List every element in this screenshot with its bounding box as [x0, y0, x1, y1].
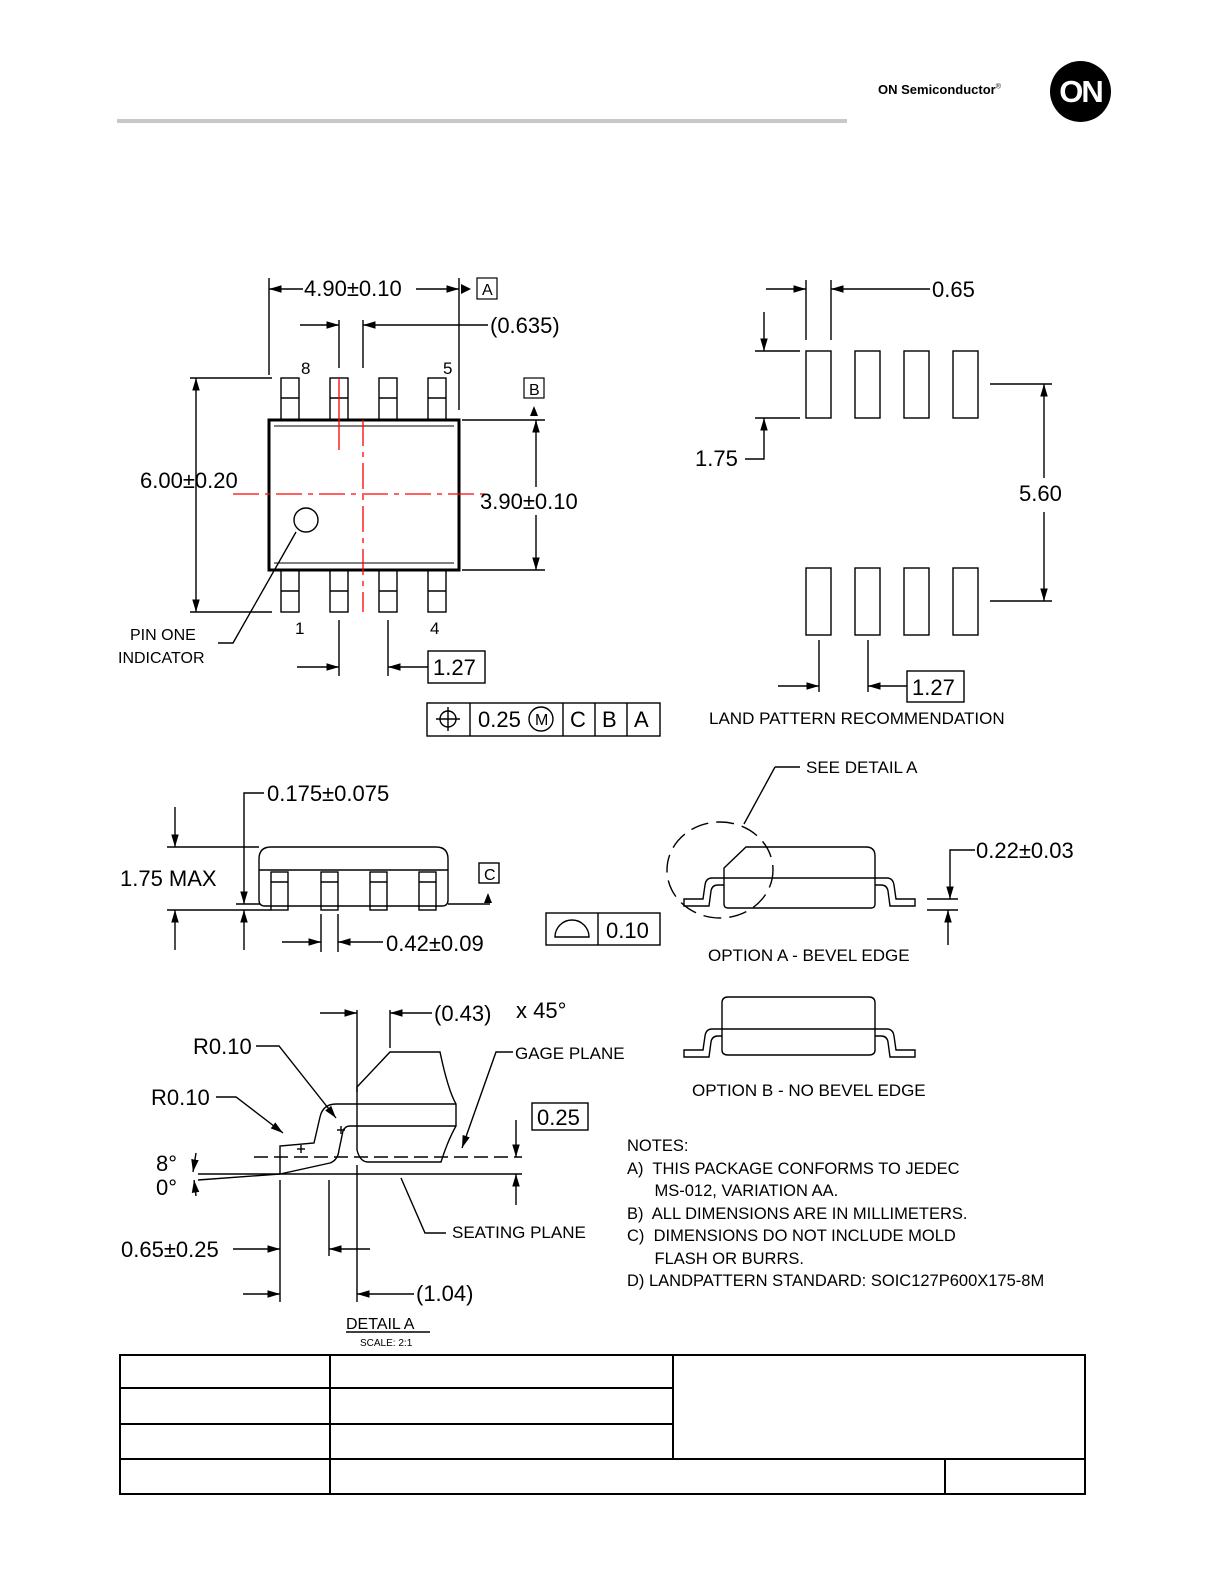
pin-one-label-2: INDICATOR — [118, 650, 205, 667]
detail-a-labels: (0.43) x 45° R0.10 R0.10 GAGE PLANE 0.25… — [121, 998, 625, 1349]
land-pad — [952, 350, 979, 419]
land-pad — [952, 567, 979, 636]
side-view — [167, 792, 661, 952]
option-a-body — [723, 846, 876, 909]
profile-surface-symbol — [554, 919, 590, 938]
height-label: 1.75 MAX — [120, 866, 217, 891]
pad-length-label: 1.75 — [695, 446, 738, 471]
angle-min-label: 0° — [156, 1175, 177, 1200]
gage-height-label: 0.25 — [537, 1105, 580, 1130]
standoff-label: 0.175±0.075 — [267, 781, 389, 806]
side-lead — [320, 871, 339, 911]
note-line: C) DIMENSIONS DO NOT INCLUDE MOLD — [627, 1227, 956, 1245]
land-pattern-labels: 0.65 1.75 5.60 1.27 LAND PATTERN RECOMME… — [695, 277, 1062, 728]
pitch-ref-label: (0.635) — [490, 313, 560, 338]
note-line: FLASH OR BURRS. — [627, 1249, 804, 1268]
notes-block: NOTES: A) THIS PACKAGE CONFORMS TO JEDEC… — [627, 1135, 1117, 1293]
pad-width-label: 0.65 — [932, 277, 975, 302]
angle-max-label: 8° — [156, 1151, 177, 1176]
overall-width-label: 6.00±0.20 — [140, 468, 238, 493]
option-a-label: OPTION A - BEVEL EDGE — [708, 946, 910, 965]
side-body — [258, 846, 449, 907]
pitch-label: 1.27 — [433, 655, 476, 680]
land-pad — [854, 567, 881, 636]
end-view — [666, 766, 975, 1058]
fcf-datum-c: C — [570, 707, 586, 732]
note-line: A) THIS PACKAGE CONFORMS TO JEDEC — [627, 1159, 960, 1178]
see-detail-label: SEE DETAIL A — [806, 758, 918, 777]
gage-plane-label: GAGE PLANE — [515, 1044, 625, 1063]
seating-plane-label: SEATING PLANE — [452, 1223, 586, 1242]
pin-5-label: 5 — [443, 359, 452, 378]
notes-title: NOTES: — [627, 1137, 689, 1155]
header-rule — [117, 119, 847, 123]
option-b-body — [721, 996, 876, 1056]
side-lead — [270, 871, 289, 911]
datum-b-label: B — [529, 382, 540, 399]
foot-ref-label: (1.04) — [416, 1281, 473, 1306]
note-line: B) ALL DIMENSIONS ARE IN MILLIMETERS. — [627, 1204, 968, 1223]
detail-body — [356, 1051, 457, 1163]
pin — [280, 377, 300, 421]
land-pattern — [745, 280, 1052, 703]
pin-1-label: 1 — [295, 619, 304, 638]
registered-mark: ® — [995, 83, 1001, 91]
pin-4-label: 4 — [430, 619, 439, 638]
pin — [378, 377, 398, 421]
land-pad — [805, 350, 832, 419]
datum-c-label: C — [484, 867, 496, 884]
land-pad — [903, 567, 930, 636]
fcf-datum-b: B — [602, 707, 617, 732]
lead-width-label: 0.42±0.09 — [386, 931, 484, 956]
side-view-labels: 0.175±0.075 1.75 MAX C 0.42±0.09 0.10 — [120, 781, 649, 956]
radius-1-label: R0.10 — [193, 1034, 252, 1059]
land-pad — [903, 350, 930, 419]
side-lead — [418, 871, 437, 911]
radius-2-label: R0.10 — [151, 1085, 210, 1110]
row-span-label: 5.60 — [1019, 481, 1062, 506]
lead-thickness-label: 0.22±0.03 — [976, 838, 1074, 863]
note-line: D) LANDPATTERN STANDARD: SOIC127P600X175… — [627, 1272, 1045, 1290]
land-pitch-label: 1.27 — [912, 675, 955, 700]
land-pad — [854, 350, 881, 419]
package-body — [267, 418, 461, 572]
foot-length-label: 0.65±0.25 — [121, 1237, 219, 1262]
detail-lead — [279, 1103, 357, 1175]
pin-8-label: 8 — [301, 359, 310, 378]
coplanarity-label: 0.10 — [606, 918, 649, 943]
length-dim-label: 4.90±0.10 — [304, 276, 402, 301]
detail-a — [191, 1009, 589, 1333]
title-block — [119, 1354, 1086, 1495]
fcf-datum-a: A — [634, 707, 649, 732]
land-pattern-caption: LAND PATTERN RECOMMENDATION — [709, 709, 1005, 728]
pin-one-dot — [293, 507, 319, 533]
side-lead — [369, 871, 388, 911]
detail-scale: SCALE: 2:1 — [360, 1338, 413, 1349]
mmc-circle — [528, 706, 554, 732]
pin-one-label-1: PIN ONE — [130, 627, 196, 644]
land-pad — [805, 567, 832, 636]
chamfer-label: (0.43) — [434, 1001, 491, 1026]
top-view — [190, 277, 661, 737]
chamfer-angle-label: x 45° — [516, 998, 566, 1023]
pin — [427, 377, 447, 421]
note-line: MS-012, VARIATION AA. — [627, 1182, 839, 1200]
fcf-modifier: M — [535, 712, 548, 729]
centerlines — [233, 378, 490, 612]
datum-a-label: A — [482, 282, 493, 299]
brand-name: ON Semiconductor® — [878, 82, 1001, 97]
fcf-tolerance: 0.25 — [478, 707, 521, 732]
on-logo: ON — [1050, 61, 1111, 122]
detail-title: DETAIL A — [346, 1316, 415, 1333]
end-view-labels: SEE DETAIL A 0.22±0.03 OPTION A - BEVEL … — [692, 758, 1074, 1100]
option-b-label: OPTION B - NO BEVEL EDGE — [692, 1081, 926, 1100]
top-view-labels: 4.90±0.10 A (0.635) 8 5 B 6.00±0.20 3.90… — [118, 276, 649, 732]
body-width-label: 3.90±0.10 — [480, 489, 578, 514]
